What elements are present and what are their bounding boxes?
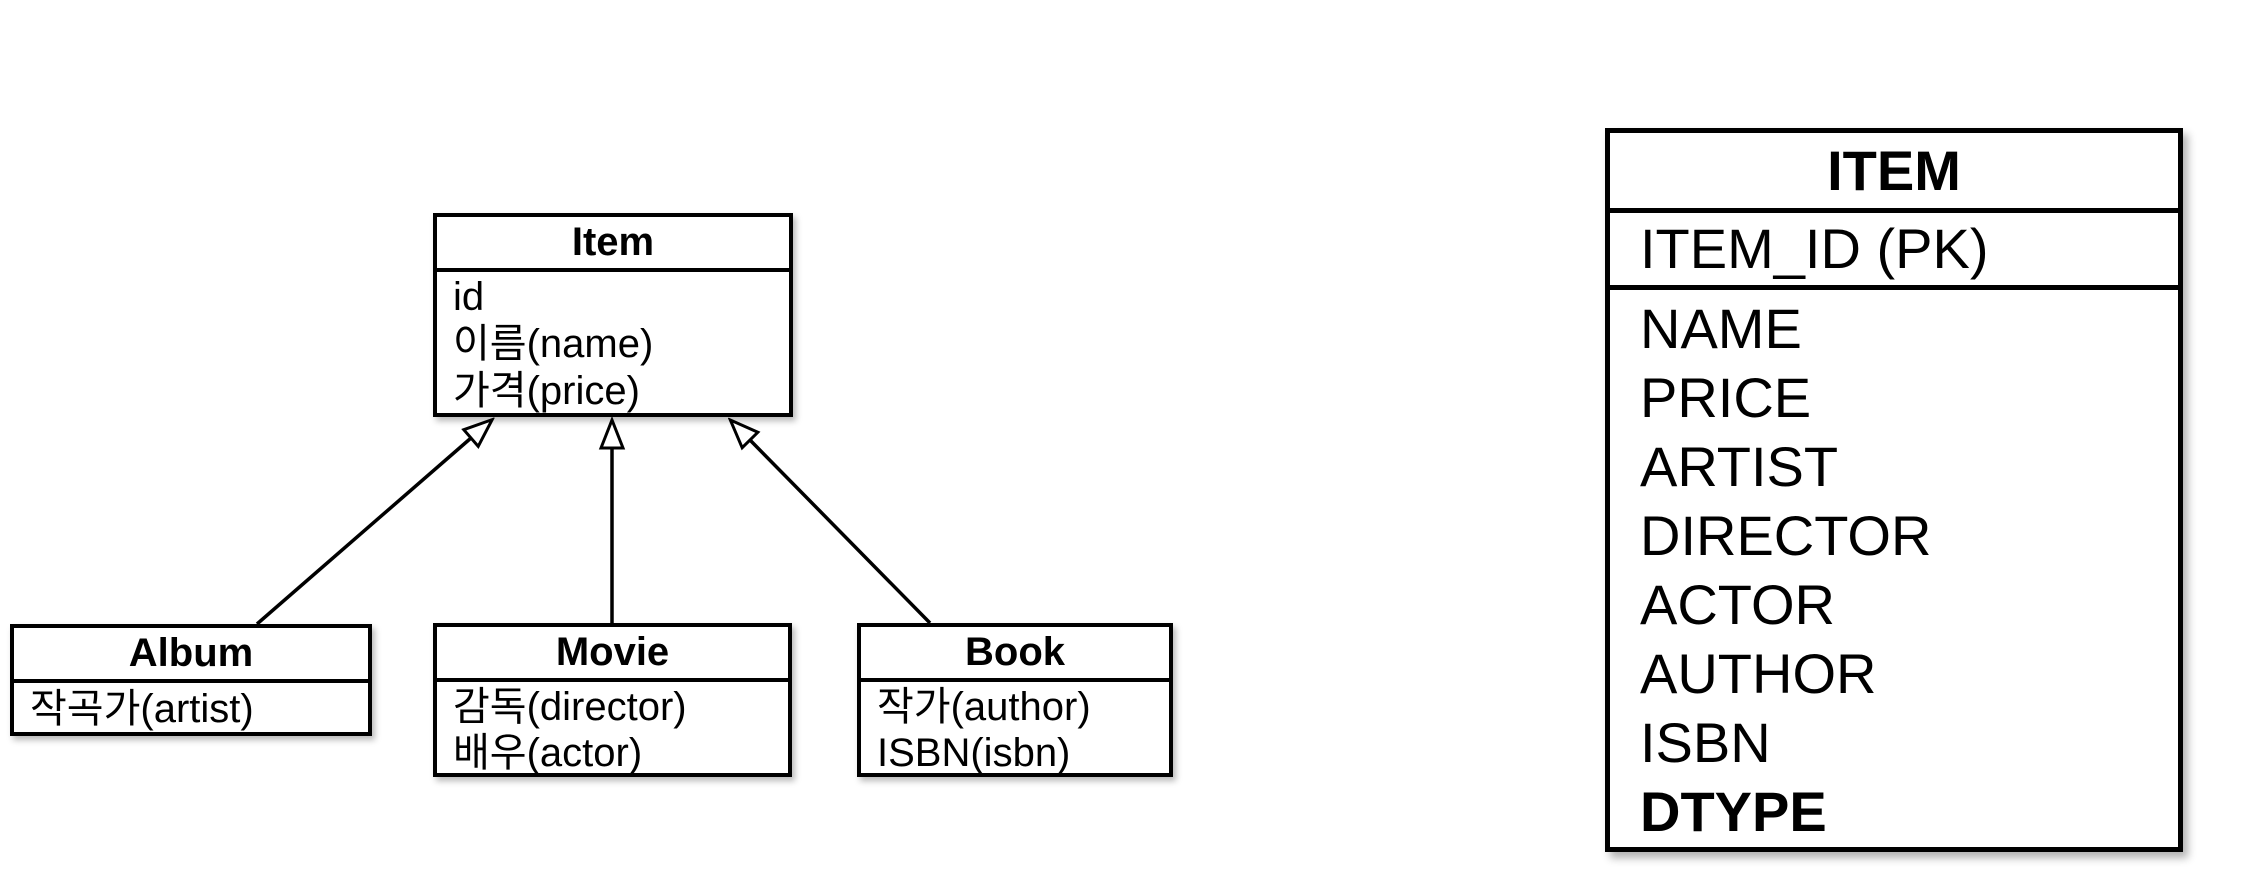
attribute-isbn: ISBN(isbn)	[877, 731, 1071, 775]
table-columns: NAME PRICE ARTIST DIRECTOR ACTOR AUTHOR …	[1610, 290, 2178, 846]
attribute-actor: 배우(actor)	[453, 731, 643, 775]
attribute-author: 작가(author)	[877, 685, 1091, 729]
attribute-director: 감독(director)	[453, 685, 687, 729]
table-title: ITEM	[1610, 133, 2178, 213]
arrow-book-to-item	[750, 440, 932, 625]
table-primary-key-row: ITEM_ID (PK)	[1610, 213, 2178, 290]
class-title-item: Item	[437, 217, 789, 272]
table-column-price: PRICE	[1640, 366, 1812, 429]
class-title-movie: Movie	[437, 627, 788, 682]
table-column-actor: ACTOR	[1640, 573, 1835, 636]
class-title-album: Album	[14, 628, 368, 683]
class-box-movie: Movie 감독(director) 배우(actor)	[433, 623, 792, 777]
class-box-item: Item id 이름(name) 가격(price)	[433, 213, 793, 417]
class-box-album: Album 작곡가(artist)	[10, 624, 372, 736]
table-column-name: NAME	[1640, 297, 1802, 360]
table-column-artist: ARTIST	[1640, 435, 1839, 498]
attribute-artist: 작곡가(artist)	[30, 687, 254, 731]
class-title-book: Book	[861, 627, 1169, 682]
class-attributes-book: 작가(author) ISBN(isbn)	[861, 682, 1169, 776]
table-column-dtype: DTYPE	[1640, 780, 1827, 843]
class-attributes-album: 작곡가(artist)	[14, 683, 368, 733]
class-attributes-movie: 감독(director) 배우(actor)	[437, 682, 788, 776]
attribute-id: id	[453, 275, 485, 319]
attribute-name: 이름(name)	[453, 322, 654, 366]
attribute-price: 가격(price)	[453, 369, 640, 413]
table-column-author: AUTHOR	[1640, 642, 1877, 705]
table-box-item: ITEM ITEM_ID (PK) NAME PRICE ARTIST DIRE…	[1605, 128, 2183, 852]
table-column-director: DIRECTOR	[1640, 504, 1932, 567]
class-box-book: Book 작가(author) ISBN(isbn)	[857, 623, 1173, 777]
table-column-isbn: ISBN	[1640, 711, 1771, 774]
class-attributes-item: id 이름(name) 가격(price)	[437, 272, 789, 415]
arrow-album-to-item	[255, 438, 471, 626]
